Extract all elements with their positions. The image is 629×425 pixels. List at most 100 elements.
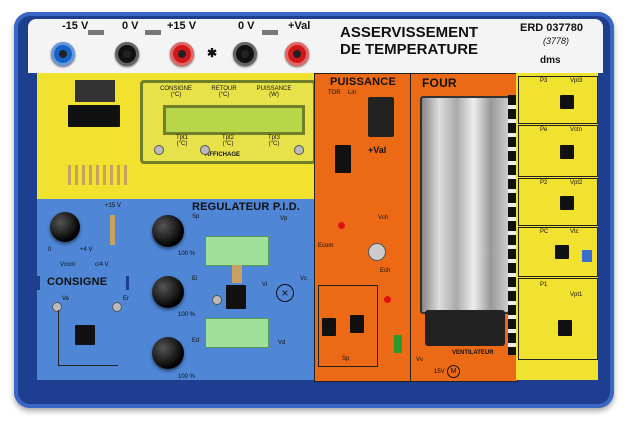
connector-strip — [508, 95, 516, 355]
sensor-pc-name: PC — [540, 229, 549, 235]
knob-ed[interactable] — [152, 337, 184, 369]
brand-logo: dms — [540, 55, 561, 66]
motor-label: M — [450, 368, 457, 375]
led-indicator — [384, 296, 391, 303]
op-amp-chip — [75, 325, 95, 345]
test-point-ve[interactable] — [52, 302, 62, 312]
label-100pct-c: 100 % — [178, 374, 196, 380]
gain-module-bottom — [205, 318, 269, 348]
label-vd: Vd — [278, 340, 286, 346]
lcd-retour: RETOUR(°C) — [211, 86, 237, 98]
screw-icon: ✱ — [207, 46, 218, 60]
driver-chip — [335, 145, 351, 173]
lcd-consigne: CONSIGNE(°C) — [159, 86, 192, 98]
label-er: Er — [123, 296, 129, 302]
ventilateur-label: VENTILATEUR — [452, 350, 494, 356]
board-reference-sub: (3778) — [543, 36, 570, 46]
lcd-tpt1: Tpt1(°C) — [175, 135, 188, 147]
jack-0v-a[interactable] — [115, 42, 139, 66]
ic-chip — [68, 105, 120, 127]
consigne-title-strip — [40, 276, 126, 290]
sensor-box-p2 — [518, 178, 598, 226]
consigne-knob[interactable] — [50, 212, 80, 242]
power-transistor — [368, 97, 394, 137]
motor-icon: M — [447, 365, 460, 378]
sensor-p1-value: Vpt1 — [570, 292, 583, 298]
diode-icon — [145, 30, 161, 35]
title-line2: DE TEMPERATURE — [340, 41, 479, 58]
led-indicator — [338, 222, 345, 229]
chip — [558, 320, 572, 336]
label-ecom: Ecom — [318, 243, 334, 249]
label-val: +Val — [288, 20, 311, 32]
sensor-box-pe — [518, 125, 598, 177]
title-line1: ASSERVISSEMENT — [340, 24, 479, 41]
label-sp: Sp — [192, 214, 200, 220]
jack-minus15v[interactable] — [51, 42, 75, 66]
sensor-p3-name: P3 — [540, 78, 548, 84]
label-0v-a: 0 V — [122, 20, 139, 32]
trace — [58, 310, 59, 365]
chip — [322, 318, 336, 336]
lcd-tpt2: Tpt2(°C) — [221, 135, 234, 147]
knob-ei[interactable] — [152, 276, 184, 308]
sensor-p2-name: P2 — [540, 180, 548, 186]
label-vi: Vi — [262, 282, 268, 288]
label-vv: Vv — [416, 357, 424, 363]
label-vch: Vch — [378, 215, 389, 221]
test-point-tpt2[interactable] — [200, 145, 210, 155]
lcd-affichage-label: AFFICHAGE — [205, 152, 240, 158]
jack-0v-b[interactable] — [233, 42, 257, 66]
label-vcom: Vcom — [60, 262, 76, 268]
label-ed: Ed — [192, 338, 200, 344]
sensor-pe-value: Vctn — [570, 127, 583, 133]
jack-val[interactable] — [285, 42, 309, 66]
label-vc: Vc — [300, 276, 308, 282]
diode-icon — [262, 30, 278, 35]
trace — [58, 365, 118, 366]
label-plus15v: +15 V — [167, 20, 197, 32]
label-zero: 0 — [48, 247, 52, 253]
sensor-box-p1 — [518, 278, 598, 360]
top-panel — [28, 19, 603, 73]
test-point-er[interactable] — [112, 302, 122, 312]
jack-plus15v[interactable] — [170, 42, 194, 66]
label-ei: Ei — [192, 276, 198, 282]
label-0v-b: 0 V — [238, 20, 255, 32]
knob-sp[interactable] — [152, 215, 184, 247]
capacitor — [394, 335, 402, 353]
label-plus4v: +4 V — [80, 247, 93, 253]
label-15v: 15V — [434, 369, 445, 375]
diode-icon — [88, 30, 104, 35]
summing-junction-icon: × — [276, 284, 294, 302]
chip — [555, 245, 569, 259]
label-lin: Lin — [348, 90, 357, 96]
label-ve: Ve — [62, 296, 70, 302]
oven-heatsink — [420, 96, 510, 314]
sensor-p1-name: P1 — [540, 282, 548, 288]
gain-module-top — [205, 236, 269, 266]
chip — [560, 95, 574, 109]
four-title: FOUR — [422, 76, 457, 90]
board-title: ASSERVISSEMENT DE TEMPERATURE — [340, 24, 478, 58]
potentiometer[interactable] — [368, 243, 386, 261]
regulator-chip — [75, 80, 115, 102]
test-point-pid[interactable] — [212, 295, 222, 305]
label-minus15v: -15 V — [62, 20, 89, 32]
label-100pct-b: 100 % — [178, 312, 196, 318]
consigne-panel — [37, 199, 129, 276]
lcd-screen — [163, 105, 305, 135]
label-sp-puissance: Sp — [342, 356, 350, 362]
resistor — [232, 265, 242, 283]
label-ech: Ech — [380, 268, 391, 274]
trimmer[interactable] — [582, 250, 592, 262]
test-point-tpt1[interactable] — [154, 145, 164, 155]
sensor-p3-value: Vpt3 — [570, 78, 583, 84]
sensor-p2-value: Vpt2 — [570, 180, 583, 186]
chip — [560, 145, 574, 159]
test-point-tpt3[interactable] — [294, 145, 304, 155]
fan-housing — [425, 310, 505, 346]
lcd-puissance: PUISSANCE(W) — [256, 86, 292, 98]
label-c4v: c/4 V — [95, 262, 109, 268]
board-reference: ERD 037780 — [520, 22, 583, 34]
